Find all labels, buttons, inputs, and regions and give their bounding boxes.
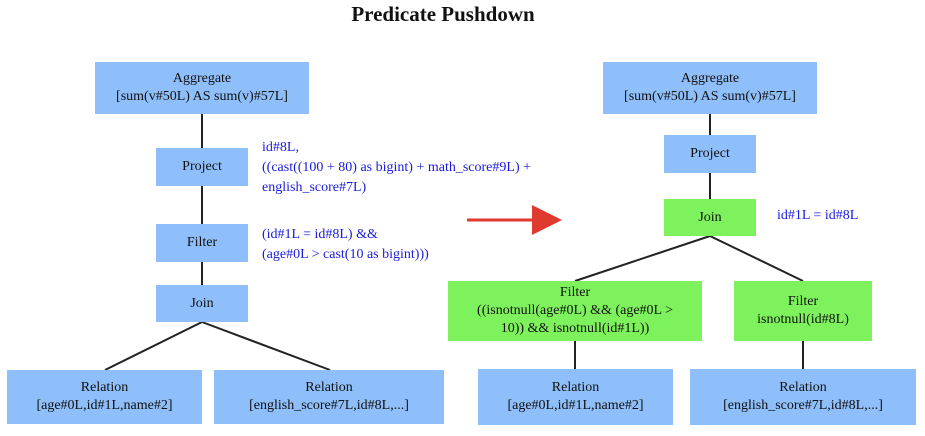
left-join-node: Join: [156, 285, 248, 322]
right-filter-left-detail: ((isnotnull(age#0L) && (age#0L > 10)) &&…: [477, 303, 673, 336]
right-filter-right-detail: isnotnull(id#8L): [757, 312, 849, 327]
right-aggregate-node: Aggregate [sum(v#50L) AS sum(v)#57L]: [603, 62, 817, 114]
edge-join-filter-right: [709, 235, 804, 282]
left-filter-annotation: (id#1L = id#8L) && (age#0L > cast(10 as …: [262, 227, 429, 262]
edge-join-relation-left: [104, 321, 203, 371]
diagram-title: Predicate Pushdown: [351, 2, 535, 26]
edge-join-relation-right: [201, 321, 331, 371]
left-relation-right-detail: [english_score#7L,id#8L,...]: [249, 398, 409, 413]
right-relation-left-node: Relation [age#0L,id#1L,name#2]: [478, 369, 673, 425]
left-aggregate-detail: [sum(v#50L) AS sum(v)#57L]: [116, 89, 288, 104]
right-relation-left-detail: [age#0L,id#1L,name#2]: [507, 398, 644, 413]
left-project-label: Project: [182, 159, 222, 174]
right-relation-left-label: Relation: [551, 380, 600, 395]
left-aggregate-label: Aggregate: [172, 71, 232, 86]
right-aggregate-detail: [sum(v#50L) AS sum(v)#57L]: [624, 89, 796, 104]
right-aggregate-label: Aggregate: [680, 71, 740, 86]
right-filter-right-label: Filter: [787, 294, 819, 309]
left-project-node: Project: [156, 148, 248, 186]
left-relation-right-label: Relation: [305, 380, 353, 395]
right-filter-left-label: Filter: [559, 285, 591, 300]
left-filter-label: Filter: [186, 235, 218, 250]
right-project-node: Project: [664, 135, 756, 173]
edge-join-filter-left: [574, 235, 711, 282]
right-filter-right-node: Filter isnotnull(id#8L): [734, 281, 872, 341]
right-relation-right-detail: [english_score#7L,id#8L,...]: [723, 398, 883, 413]
right-join-node: Join: [664, 199, 756, 236]
right-join-label: Join: [698, 209, 722, 225]
right-join-annotation: id#1L = id#8L: [777, 208, 859, 223]
right-project-label: Project: [690, 146, 730, 161]
left-filter-node: Filter: [156, 224, 248, 262]
right-relation-right-node: Relation [english_score#7L,id#8L,...]: [690, 369, 916, 425]
left-join-label: Join: [190, 295, 214, 311]
left-aggregate-node: Aggregate [sum(v#50L) AS sum(v)#57L]: [95, 62, 309, 114]
left-project-annotation: id#8L, ((cast((100 + 80) as bigint) + ma…: [262, 140, 532, 195]
right-relation-right-label: Relation: [779, 380, 827, 395]
right-filter-left-node: Filter ((isnotnull(age#0L) && (age#0L > …: [448, 281, 702, 341]
left-relation-left-label: Relation: [80, 380, 129, 395]
left-relation-left-detail: [age#0L,id#1L,name#2]: [36, 398, 173, 413]
left-relation-right-node: Relation [english_score#7L,id#8L,...]: [214, 370, 444, 424]
left-relation-left-node: Relation [age#0L,id#1L,name#2]: [7, 370, 202, 424]
